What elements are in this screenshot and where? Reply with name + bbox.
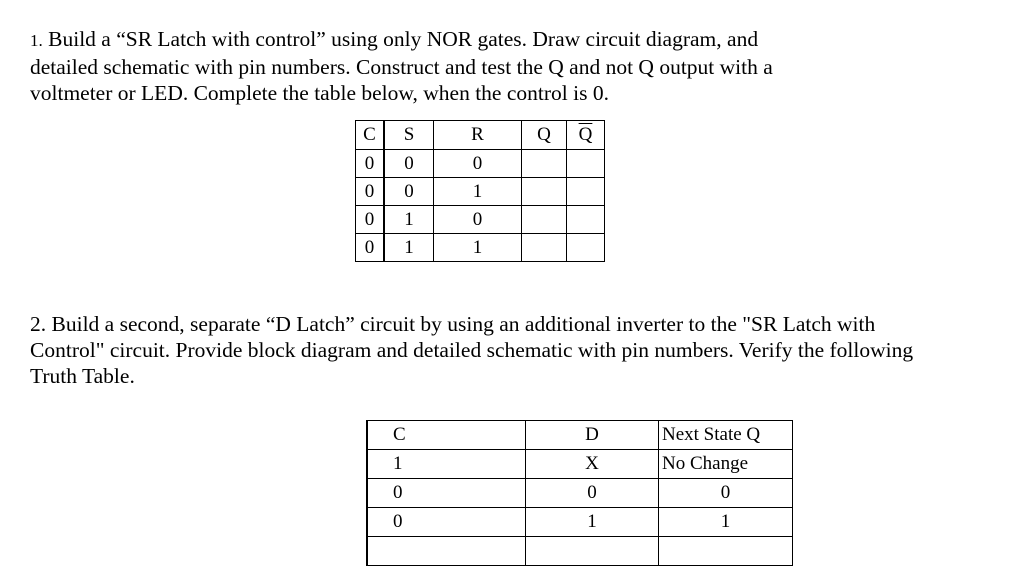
sr-latch-truth-table: C S R Q Q 0 0 0 0 0 1 0 1 0 0 1 1: [355, 120, 605, 262]
cell: 1: [433, 233, 522, 262]
cell: X: [525, 449, 659, 479]
question-2-line-3: Truth Table.: [30, 364, 135, 388]
cell: 0: [433, 205, 522, 234]
cell: 0: [366, 507, 526, 537]
cell-q[interactable]: [521, 177, 567, 206]
table-row: [366, 536, 793, 566]
cell: 1: [433, 177, 522, 206]
question-1-line-3: voltmeter or LED. Complete the table bel…: [30, 81, 609, 105]
cell: 1: [525, 507, 659, 537]
header-q: Q: [521, 120, 567, 150]
cell: 0: [355, 177, 385, 206]
question-1-number: 1.: [30, 31, 43, 50]
header-next-state-q: Next State Q: [658, 420, 793, 450]
table-row: 0 0 1: [355, 177, 605, 206]
d-latch-truth-table: C D Next State Q 1 X No Change 0 0 0 0 1…: [366, 420, 793, 566]
cell: 1: [383, 205, 434, 234]
question-2-line-2: Control" circuit. Provide block diagram …: [30, 338, 914, 362]
cell-q-not[interactable]: [566, 177, 605, 206]
cell: 0: [366, 478, 526, 508]
question-1-text: 1. Build a “SR Latch with control” using…: [30, 26, 773, 106]
table-header-row: C D Next State Q: [366, 420, 793, 450]
cell: 0: [525, 478, 659, 508]
cell: 1: [658, 507, 793, 537]
question-2-text: 2. Build a second, separate “D Latch” ci…: [30, 311, 913, 389]
cell: 0: [355, 149, 385, 178]
header-r: R: [433, 120, 522, 150]
header-c: C: [366, 420, 526, 450]
cell-q-not[interactable]: [566, 205, 605, 234]
cell[interactable]: [658, 536, 793, 566]
header-s: S: [383, 120, 434, 150]
table-row: 0 0 0: [355, 149, 605, 178]
cell: 1: [383, 233, 434, 262]
table-header-row: C S R Q Q: [355, 120, 605, 150]
cell-q[interactable]: [521, 205, 567, 234]
cell-q[interactable]: [521, 149, 567, 178]
header-q-not: Q: [566, 120, 605, 150]
table-row: 0 1 1: [355, 233, 605, 262]
question-2-line-1: 2. Build a second, separate “D Latch” ci…: [30, 312, 876, 336]
cell: 0: [433, 149, 522, 178]
cell: No Change: [658, 449, 793, 479]
cell: 0: [383, 177, 434, 206]
table-row: 0 0 0: [366, 478, 793, 508]
cell: 1: [366, 449, 526, 479]
cell-q[interactable]: [521, 233, 567, 262]
cell-q-not[interactable]: [566, 149, 605, 178]
question-1-line-2: detailed schematic with pin numbers. Con…: [30, 55, 773, 79]
cell: 0: [383, 149, 434, 178]
cell: 0: [355, 205, 385, 234]
question-1-line-1: 1. Build a “SR Latch with control” using…: [30, 26, 773, 54]
cell[interactable]: [525, 536, 659, 566]
table-row: 1 X No Change: [366, 449, 793, 479]
table-row: 0 1 0: [355, 205, 605, 234]
header-c: C: [355, 120, 385, 150]
cell-q-not[interactable]: [566, 233, 605, 262]
cell[interactable]: [366, 536, 526, 566]
cell: 0: [355, 233, 385, 262]
question-1-line-1-text: Build a “SR Latch with control” using on…: [42, 27, 759, 51]
header-d: D: [525, 420, 659, 450]
table-row: 0 1 1: [366, 507, 793, 537]
cell: 0: [658, 478, 793, 508]
